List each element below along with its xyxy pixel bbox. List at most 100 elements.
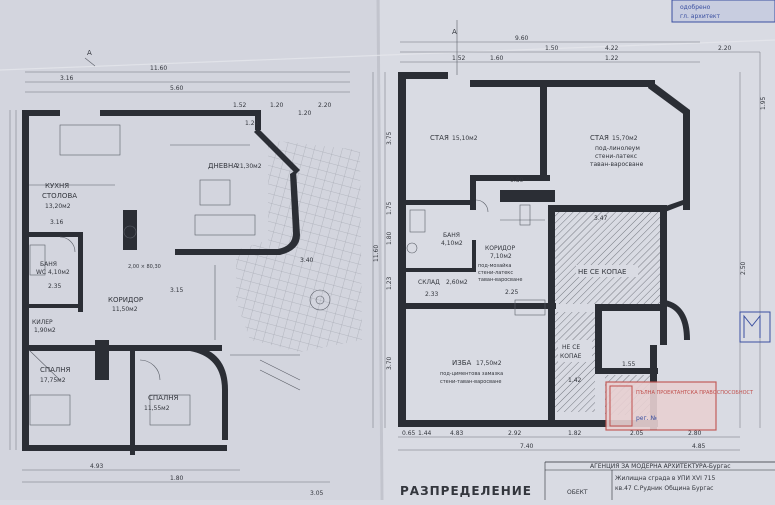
dim-r-side-3: 1.80 — [386, 231, 393, 245]
dim-r-top-4: 1.60 — [490, 55, 504, 62]
dim-misc-1: 3.16 — [50, 219, 64, 226]
dim-r-top-1: 4.22 — [605, 45, 619, 52]
room-r2-name: СТАЯ — [590, 134, 609, 142]
dim-top-1: 3.16 — [60, 75, 74, 82]
right-floor-plan: 9.60 4.22 1.50 1.22 1.60 1.52 2.20 A — [372, 20, 767, 451]
room-rcorridor-area: 7,10м2 — [490, 253, 512, 260]
dim-r-top-5: 1.52 — [452, 55, 466, 62]
title-object-label: ОБЕКТ — [567, 489, 588, 496]
room-corridor-area: 11,50м2 — [112, 306, 138, 313]
room-bedroom2-name: СПАЛНЯ — [148, 394, 178, 402]
dim-r-top-2: 1.50 — [545, 45, 559, 52]
dim-top-total: 11.60 — [150, 65, 167, 72]
dim-top-4: 1.20 — [270, 102, 284, 109]
room-kitchen-name2: СТОЛОВА — [42, 192, 77, 200]
room-rcorridor-note1: под-мозайка — [478, 262, 511, 269]
room-rcellar-area: 17,50м2 — [476, 360, 502, 367]
hatch2-label-line2: КОПАЕ — [560, 353, 582, 360]
room-rcorridor-note3: таван-варосване — [478, 277, 522, 283]
dim-bottom-1: 4.93 — [90, 463, 104, 470]
dim-r-misc-5: 0.80 — [510, 177, 524, 184]
room-kitchen-name: КУХНЯ — [45, 182, 69, 190]
corner-stamp: одобрено гл. архитект — [671, 0, 775, 23]
corner-stamp-line2: гл. архитект — [680, 13, 721, 20]
dim-r-misc-6: 2.25 — [505, 289, 519, 296]
room-living-area: 21,30м2 — [236, 163, 262, 170]
dim-r-side-6: 2.50 — [740, 261, 747, 275]
dim-misc-3: 3.15 — [170, 287, 184, 294]
room-rbath-name: БАНЯ — [443, 232, 460, 239]
dim-r-top-6: 2.20 — [718, 45, 732, 52]
dim-top-5: 2.20 — [318, 102, 332, 109]
drawing-title: РАЗПРЕДЕЛЕНИЕ — [400, 484, 532, 498]
dim-r-misc-4: 1.55 — [622, 361, 636, 368]
title-block: АГЕНЦИЯ ЗА МОДЕРНА АРХИТЕКТУРА-Бургас Жи… — [544, 461, 775, 500]
room-bedroom2-area: 11,55м2 — [144, 405, 170, 412]
dim-r-bottom-1: 4.83 — [450, 430, 464, 437]
room-bath-area: WC 4,10м2 — [36, 269, 70, 276]
title-agency: АГЕНЦИЯ ЗА МОДЕРНА АРХИТЕКТУРА-Бургас — [590, 463, 731, 470]
room-rcorridor-name: КОРИДОР — [485, 245, 515, 252]
dim-r-misc-3: 1.42 — [568, 377, 582, 384]
room-rcellar-note2: стени-таван-варосване — [440, 379, 501, 385]
dim-r-bottom-9: 4.85 — [692, 443, 706, 450]
dim-bottom-3: 3.05 — [310, 490, 324, 497]
dim-r-side-total: 11.60 — [373, 245, 380, 262]
dim-r-misc-2: 2.33 — [425, 291, 439, 298]
dim-r-bottom-8: 1.44 — [418, 430, 432, 437]
room-r2-area: 15,70м2 — [612, 135, 638, 142]
room-bedroom1-name: СПАЛНЯ — [40, 366, 70, 374]
dim-bottom-2: 1.80 — [170, 475, 184, 482]
room-bath-name: БАНЯ — [40, 261, 57, 268]
dim-top-3: 1.52 — [233, 102, 247, 109]
approval-stamp: ПЪЛНА ПРОЕКТАНТСКА ПРАВОСПОСОБНОСТ рег. … — [605, 381, 754, 431]
dim-top-2: 5.60 — [170, 85, 184, 92]
dim-r-bottom-3: 1.82 — [568, 430, 582, 437]
title-line1: Жилищна сграда в УПИ XVI 715 — [615, 475, 715, 482]
stamp-box-right — [739, 311, 771, 343]
room-living-name: ДНЕВНА — [208, 162, 238, 170]
dim-top-6: 1.20 — [298, 110, 312, 117]
room-rbath-area: 4,10м2 — [441, 240, 463, 247]
room-r2-note2: стени-латекс — [595, 153, 637, 160]
room-rcellar-note1: под-циментова замазка — [440, 371, 503, 377]
dim-r-side-1: 3.75 — [386, 131, 393, 145]
section-mark-right: A — [452, 28, 457, 36]
dim-misc-2: 2.35 — [48, 283, 62, 290]
corner-stamp-line1: одобрено — [680, 4, 711, 11]
dim-misc-5: 3.40 — [300, 257, 314, 264]
room-r2-note1: под-линолеум — [595, 145, 640, 152]
room-r1-area: 15,10м2 — [452, 135, 478, 142]
room-r2-note3: таван-варосване — [590, 161, 644, 168]
dim-r-bottom-5: 2.80 — [688, 430, 702, 437]
dim-r-side-4: 1.23 — [386, 276, 393, 290]
dim-r-bottom-7: 0.65 — [402, 430, 416, 437]
dim-r-bottom-6: 7.40 — [520, 443, 534, 450]
hatch1-label: НЕ СЕ КОПАЕ — [578, 268, 626, 276]
hatch-area-1 — [555, 212, 663, 304]
dim-r-side-5: 3.70 — [386, 356, 393, 370]
room-rcellar-name: ИЗБА — [452, 359, 472, 367]
dim-r-side-7: 1.95 — [760, 96, 767, 110]
room-corridor-name: КОРИДОР — [108, 296, 143, 304]
window-mark: 2,00 × 80,30 — [128, 264, 161, 270]
room-r1-name: СТАЯ — [430, 134, 449, 142]
hatch2-label-line1: НЕ СЕ — [562, 344, 580, 351]
dim-r-bottom-2: 2.92 — [508, 430, 522, 437]
room-bedroom1-area: 17,75м2 — [40, 377, 66, 384]
dim-r-bottom-4: 2.05 — [630, 430, 644, 437]
title-line2: кв.47 С.Рудник Община Бургас — [615, 485, 713, 492]
room-closet-name: КИЛЕР — [32, 319, 53, 326]
left-floor-plan: 11.60 3.16 5.60 1.52 1.20 2.20 1.20 A — [9, 49, 362, 497]
section-mark-left: A — [87, 49, 92, 57]
stamp-text-1: ПЪЛНА ПРОЕКТАНТСКА ПРАВОСПОСОБНОСТ — [636, 390, 754, 396]
dim-r-top-3: 1.22 — [605, 55, 619, 62]
room-closet-area: 1,90м2 — [34, 327, 56, 334]
stamp-text-2: рег. № — [636, 415, 657, 422]
room-rstorage-name: СКЛАД — [418, 279, 440, 286]
dim-r-side-2: 1.75 — [386, 201, 393, 215]
room-rcorridor-note2: стени-латекс — [478, 270, 513, 276]
dim-r-top-total: 9.60 — [515, 35, 529, 42]
